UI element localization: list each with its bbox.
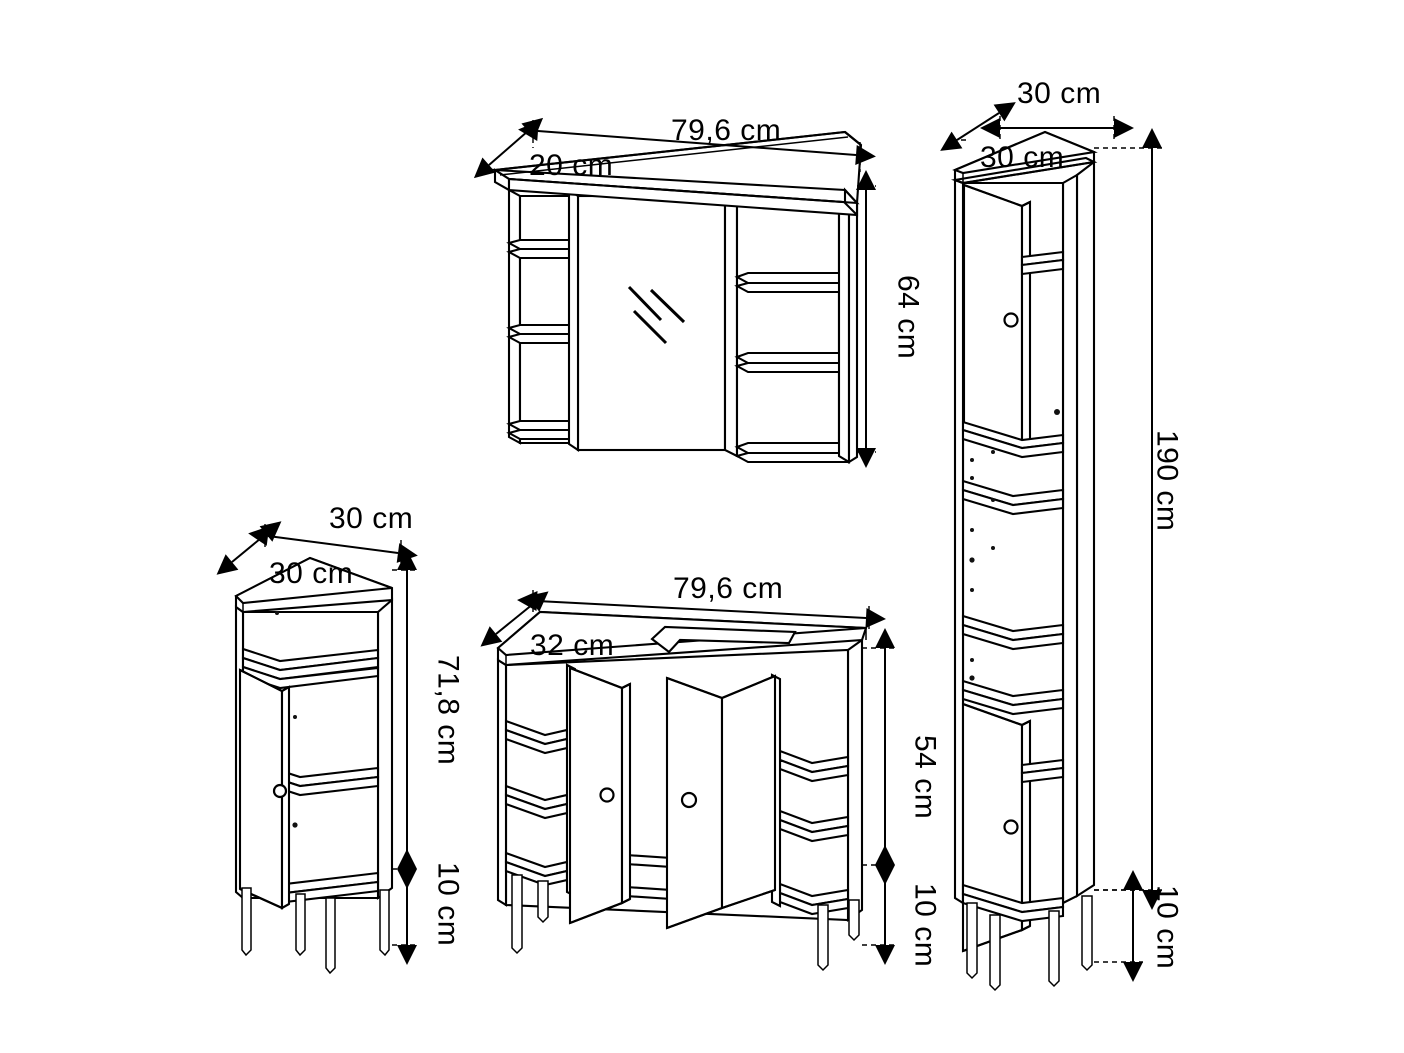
vanity-depth-label: 32 cm [530, 629, 614, 662]
vanity-width-label: 79,6 cm [673, 572, 783, 605]
tall-width-label: 30 cm [1017, 77, 1101, 110]
tall-leg-label: 10 cm [1151, 885, 1184, 969]
mirror-height-label: 64 cm [892, 275, 925, 359]
tall-leg-dimension [1094, 870, 1143, 982]
low-height-label: 71,8 cm [432, 655, 465, 765]
low-leg-label: 10 cm [432, 862, 465, 946]
vanity-right-door-knob [680, 791, 698, 809]
low-cabinet-door-knob [272, 783, 288, 799]
vanity-depth-dimension [480, 591, 549, 647]
mirror-height-dimension [856, 170, 876, 468]
mirror-cabinet-drawing [473, 117, 876, 468]
low-height-dimension [392, 550, 418, 889]
tall-cabinet-drawing [940, 102, 1162, 992]
low-depth-label: 30 cm [269, 557, 353, 590]
low-cabinet-peg-holes [275, 611, 298, 828]
tall-depth-dimension [940, 102, 1016, 151]
tall-depth-label: 30 cm [980, 141, 1064, 174]
mirror-reflection-lines [627, 285, 686, 345]
low-cabinet-legs [241, 887, 390, 975]
vanity-height-dimension [862, 628, 896, 885]
vanity-left-door[interactable] [568, 666, 632, 925]
vanity-unit-drawing [480, 590, 896, 972]
tall-upper-door-knob [1003, 312, 1019, 328]
tall-cabinet-peg-holes [969, 409, 1060, 681]
tall-height-label: 190 cm [1151, 430, 1184, 531]
low-width-label: 30 cm [329, 502, 413, 535]
tall-cabinet-legs [966, 895, 1093, 992]
vanity-legs [511, 874, 860, 972]
vanity-left-door-knob [599, 787, 615, 803]
vanity-leg-dimension [862, 845, 896, 965]
low-leg-dimension [392, 849, 418, 965]
mirror-depth-label: 20 cm [529, 149, 613, 182]
vanity-height-label: 54 cm [909, 735, 942, 819]
tall-cabinet-upper-door[interactable] [962, 183, 1032, 446]
vanity-leg-label: 10 cm [909, 883, 942, 967]
low-depth-dimension [216, 521, 282, 575]
low-cabinet-door[interactable] [238, 668, 291, 910]
tall-lower-door-knob [1003, 819, 1019, 835]
tall-width-dimension [980, 116, 1134, 139]
mirror-depth-dimension [473, 117, 544, 179]
vanity-right-door[interactable] [665, 674, 777, 930]
low-cabinet-drawing [216, 521, 418, 975]
mirror-width-label: 79,6 cm [671, 114, 781, 147]
